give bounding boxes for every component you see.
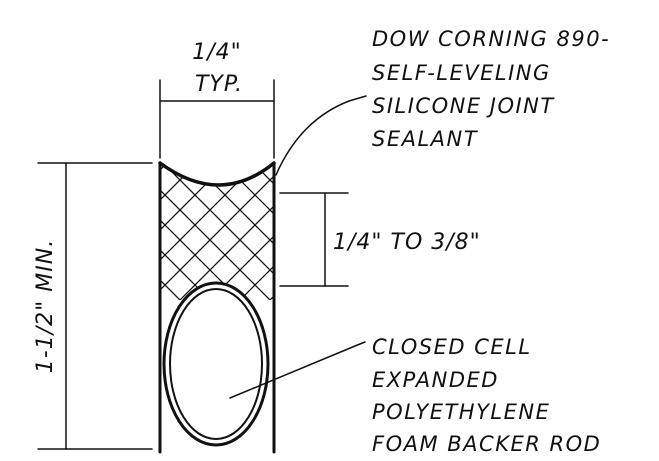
sealant-callout-line-1: DOW CORNING 890- bbox=[372, 27, 610, 51]
depth-dimension-label: 1-1/2" MIN. bbox=[33, 239, 58, 373]
sealant-callout-line-4: SEALANT bbox=[372, 127, 479, 151]
sealant-top-surface bbox=[158, 161, 276, 187]
foam-backer-rod bbox=[162, 281, 270, 447]
sealant-hatch-region bbox=[160, 163, 274, 300]
backer-rod-leader-line bbox=[229, 341, 366, 399]
backer-rod-callout-line-3: POLYETHYLENE bbox=[372, 400, 550, 424]
backer-rod-callout-line-2: EXPANDED bbox=[372, 368, 499, 392]
sealant-callout-line-3: SILICONE JOINT bbox=[372, 94, 555, 118]
backer-rod-callout-line-4: FOAM BACKER ROD bbox=[372, 432, 601, 456]
sealant-leader-line bbox=[275, 95, 367, 176]
backer-rod-callout-line-1: CLOSED CELL bbox=[372, 335, 532, 359]
sealant-callout: DOW CORNING 890- SELF-LEVELING SILICONE … bbox=[372, 27, 610, 151]
backer-rod-callout: CLOSED CELL EXPANDED POLYETHYLENE FOAM B… bbox=[372, 335, 601, 456]
thickness-dimension-label: 1/4" TO 3/8" bbox=[333, 230, 481, 255]
width-dimension-value: 1/4" bbox=[192, 40, 242, 65]
width-dimension-qualifier: TYP. bbox=[195, 72, 243, 97]
sealant-callout-line-2: SELF-LEVELING bbox=[372, 61, 551, 85]
